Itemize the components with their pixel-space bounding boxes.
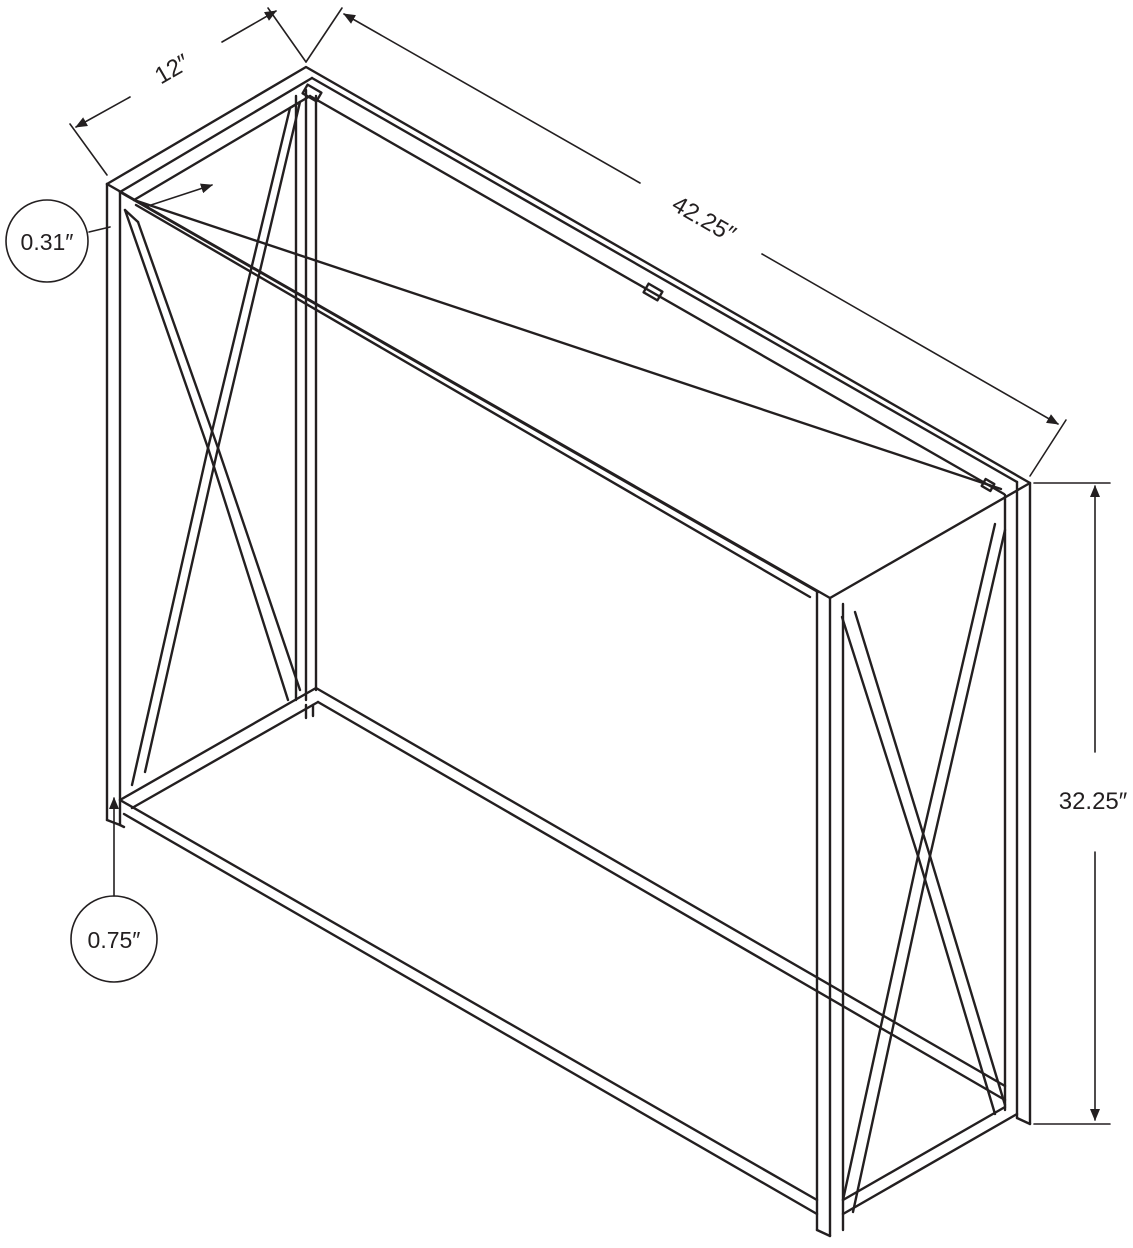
- thickness-label: 0.31″: [21, 229, 74, 255]
- front-left-leg: [105, 182, 126, 829]
- right-x-brace: [840, 522, 1007, 1214]
- left-x-brace: [123, 100, 302, 787]
- depth-dimension: [69, 7, 307, 176]
- front-right-leg: [815, 590, 845, 1238]
- depth-label: 12″: [150, 49, 194, 90]
- glass-clip: [642, 282, 664, 302]
- bottom-shelf-frame: [118, 686, 1019, 1216]
- height-dimension: [1033, 482, 1111, 1125]
- width-label: 42.25″: [667, 191, 740, 249]
- height-label: 32.25″: [1059, 788, 1128, 815]
- foot-height-callout: [70, 797, 158, 983]
- width-dimension: [305, 7, 1067, 477]
- glass-clip: [301, 83, 323, 103]
- back-right-leg: [1003, 480, 1032, 1126]
- top-frame: [105, 65, 1032, 600]
- back-left-leg: [294, 88, 318, 702]
- foot-height-label: 0.75″: [88, 927, 141, 953]
- table-frame: [105, 65, 1032, 1238]
- thickness-callout: [5, 183, 213, 283]
- glass-clip: [980, 477, 996, 493]
